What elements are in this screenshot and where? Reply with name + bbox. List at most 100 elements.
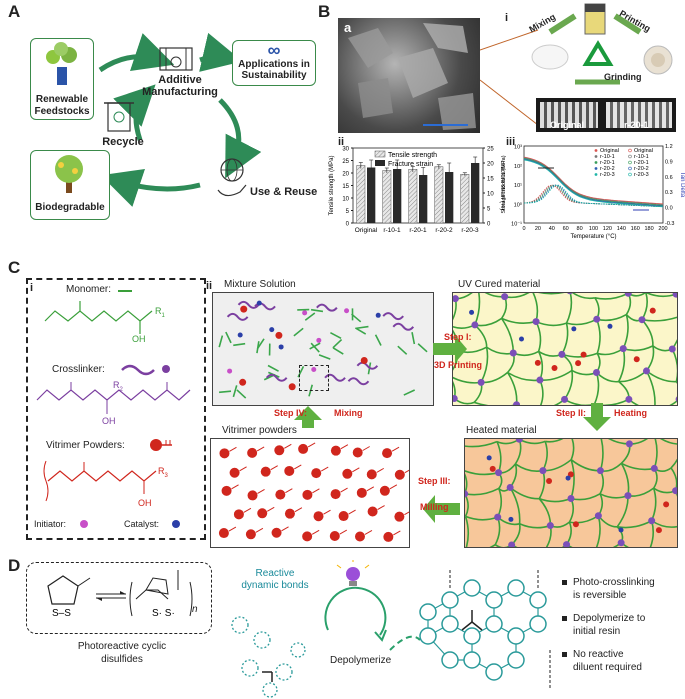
vitrimer-tail	[311, 529, 320, 535]
legend-marker-modulus	[594, 173, 598, 176]
legend-marker-modulus	[594, 149, 598, 152]
crosslink-node	[650, 464, 658, 472]
monomer-strand	[310, 308, 324, 313]
monomer-strand	[310, 342, 320, 353]
uv-title: UV Cured material	[458, 279, 541, 290]
original-photo-label: Original	[550, 120, 585, 130]
vitrimer-tail	[377, 505, 385, 510]
vitrimer-tail	[339, 529, 348, 535]
initiator-dot	[311, 366, 317, 372]
crosslink-node	[495, 469, 503, 477]
heated-box	[464, 438, 678, 548]
monomer-strand	[256, 338, 265, 350]
monomer-r1: R1	[155, 306, 165, 319]
network-node	[507, 579, 525, 597]
monomer-strand	[403, 389, 416, 396]
bar-fracture	[445, 172, 454, 223]
vitrimer-tail	[231, 484, 239, 490]
y-tick-label: 10¹	[514, 183, 522, 189]
mixture-particles	[218, 300, 428, 399]
initiator-dot	[344, 308, 350, 314]
vitrimer-tail	[340, 444, 349, 450]
y-axis-label: Tensile strength (MPa)	[329, 155, 335, 215]
disulfide-structure: S–S S· S·	[47, 570, 193, 619]
panel-b-iii: iii	[506, 136, 516, 148]
bar-tensile	[460, 174, 470, 224]
bar-tensile	[434, 166, 444, 224]
globe-hand-icon	[217, 158, 247, 197]
y2-tick-label: 0.6	[665, 175, 673, 181]
network-node	[529, 591, 547, 609]
y2-tick-label: 20	[487, 162, 494, 168]
vitrimer-tail	[281, 526, 289, 532]
vitrimer-tail	[404, 511, 409, 516]
vitrimer-powder	[356, 487, 367, 498]
catalyst-dot	[269, 327, 275, 333]
bar-fracture	[471, 163, 480, 223]
vitrimer-powder	[342, 468, 353, 479]
photoreactive-label: Photoreactive cyclic disulfides	[77, 641, 167, 665]
network-node	[441, 615, 459, 633]
depolymerize-diagram	[231, 560, 421, 698]
vitrimer-tail	[307, 442, 316, 448]
x-tick-label: 20	[535, 226, 541, 232]
crosslinker-r2: R2	[113, 380, 123, 393]
benefit-item-3: No reactive diluent required	[562, 648, 682, 674]
printer-icon	[159, 47, 193, 71]
network-strand	[489, 544, 496, 547]
crosslinker-icon	[121, 364, 170, 376]
crosslinker-r2-letter: R	[113, 380, 120, 390]
x-tick-label: 60	[563, 226, 569, 232]
x-tick-label: 160	[631, 226, 640, 232]
zoom-lines	[480, 29, 539, 126]
x-tick-label: 140	[617, 226, 626, 232]
crosslink-node	[453, 395, 458, 403]
legend-swatch-tensile	[374, 150, 386, 158]
crosslink-node	[508, 541, 516, 547]
vitrimer-tail	[294, 507, 303, 513]
catalyst-label: Catalyst:	[124, 519, 160, 529]
network-strand	[571, 293, 596, 300]
crosslink-node	[465, 490, 469, 498]
y-tick-label: 20	[342, 172, 349, 178]
y2-tick-label: -0.3	[665, 221, 674, 227]
crosslinker-oh: OH	[102, 416, 116, 426]
crosslink-node	[624, 293, 632, 297]
monomer-structure	[44, 301, 153, 334]
vitrimer-site	[489, 465, 496, 472]
legend-label: Original	[600, 148, 619, 154]
vitrimer-powder	[257, 508, 268, 519]
monomer-strand	[267, 364, 279, 372]
network-node	[441, 651, 459, 669]
y2-tick-label: 1.2	[665, 144, 673, 150]
catalyst-dot	[571, 326, 577, 332]
vitrimer-tail	[312, 488, 320, 494]
monomer-strand	[330, 332, 342, 339]
network-strand	[538, 293, 565, 295]
crosslinker-label: Crosslinker:	[52, 364, 105, 375]
crosslinker-strand	[226, 312, 249, 321]
vitrimer-tail	[366, 486, 375, 492]
crosslink-node	[619, 345, 627, 353]
y2-tick-label: 5	[487, 207, 491, 213]
y2-tick-label: 0.3	[665, 190, 673, 196]
vitrimer-site	[572, 521, 579, 528]
catalyst-dot	[508, 516, 514, 522]
y2-tick-label: 0.0	[665, 206, 673, 212]
vitrimer-powder	[275, 331, 283, 339]
x-tick-label: r-20-2	[435, 227, 453, 234]
vitrimer-powder	[367, 506, 378, 517]
network-node	[463, 627, 481, 645]
crosslinker-structure	[36, 382, 191, 414]
network-strand	[645, 370, 656, 405]
vitrimer-tail	[294, 464, 302, 470]
legend-swatch-fracture	[375, 160, 385, 166]
vitrimer-tail	[256, 446, 265, 452]
legend-label: r-10-1	[600, 154, 615, 160]
network-strand	[659, 439, 677, 445]
vitrimer-powder	[352, 447, 363, 458]
crosslink-node	[532, 318, 540, 326]
network-strand	[473, 401, 517, 405]
vitrimer-powders-box	[210, 438, 410, 548]
y-tick-label: 15	[342, 184, 349, 190]
